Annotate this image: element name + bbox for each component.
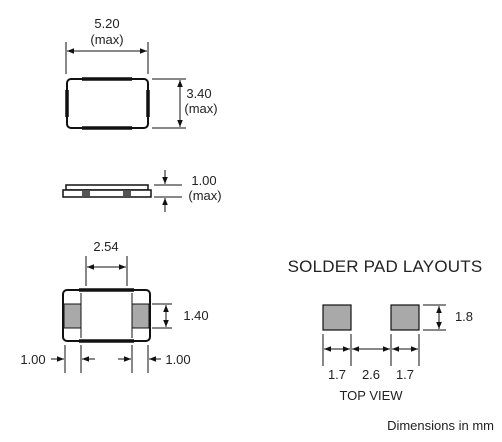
- bottom-offset-right-value: 1.00: [165, 352, 190, 367]
- solder-pad-left-width-value: 1.7: [328, 367, 346, 382]
- solder-pad-right-width-value: 1.7: [396, 367, 414, 382]
- bottom-offset-left-value: 1.00: [20, 352, 45, 367]
- solder-pad-view-label: TOP VIEW: [339, 388, 403, 403]
- side-terminal-right: [123, 191, 131, 196]
- solder-pad-layouts: SOLDER PAD LAYOUTS 1.8 1.7 2.6 1.7 TOP V…: [288, 257, 483, 403]
- side-thickness-note: (max): [188, 188, 221, 203]
- top-view: 5.20 (max) 3.40 (max): [65, 16, 218, 130]
- side-terminal-left: [82, 191, 90, 196]
- solder-pad-gap-value: 2.6: [362, 367, 380, 382]
- units-note: Dimensions in mm: [387, 418, 494, 433]
- bottom-view: 2.54 1.40 1.00 1.00: [20, 239, 209, 373]
- top-width-note: (max): [90, 32, 123, 47]
- package-top-castellations: [65, 77, 150, 130]
- package-top-body: [66, 78, 149, 129]
- side-view: 1.00 (max): [62, 170, 222, 212]
- bottom-pitch-value: 2.54: [93, 239, 118, 254]
- solder-pad-left: [322, 304, 352, 331]
- top-height-note: (max): [184, 101, 217, 116]
- solder-pad-height-value: 1.8: [455, 309, 473, 324]
- side-body-base: [62, 189, 152, 198]
- top-width-value: 5.20: [94, 16, 119, 31]
- package-bottom-castellations: [79, 288, 134, 343]
- top-height-value: 3.40: [186, 86, 211, 101]
- bottom-pad-height-value: 1.40: [183, 308, 208, 323]
- solder-pad-right: [390, 304, 420, 331]
- side-thickness-value: 1.00: [191, 173, 216, 188]
- solder-pad-layouts-title: SOLDER PAD LAYOUTS: [288, 257, 483, 276]
- bottom-pad-left: [63, 303, 82, 329]
- bottom-pad-right: [131, 303, 150, 329]
